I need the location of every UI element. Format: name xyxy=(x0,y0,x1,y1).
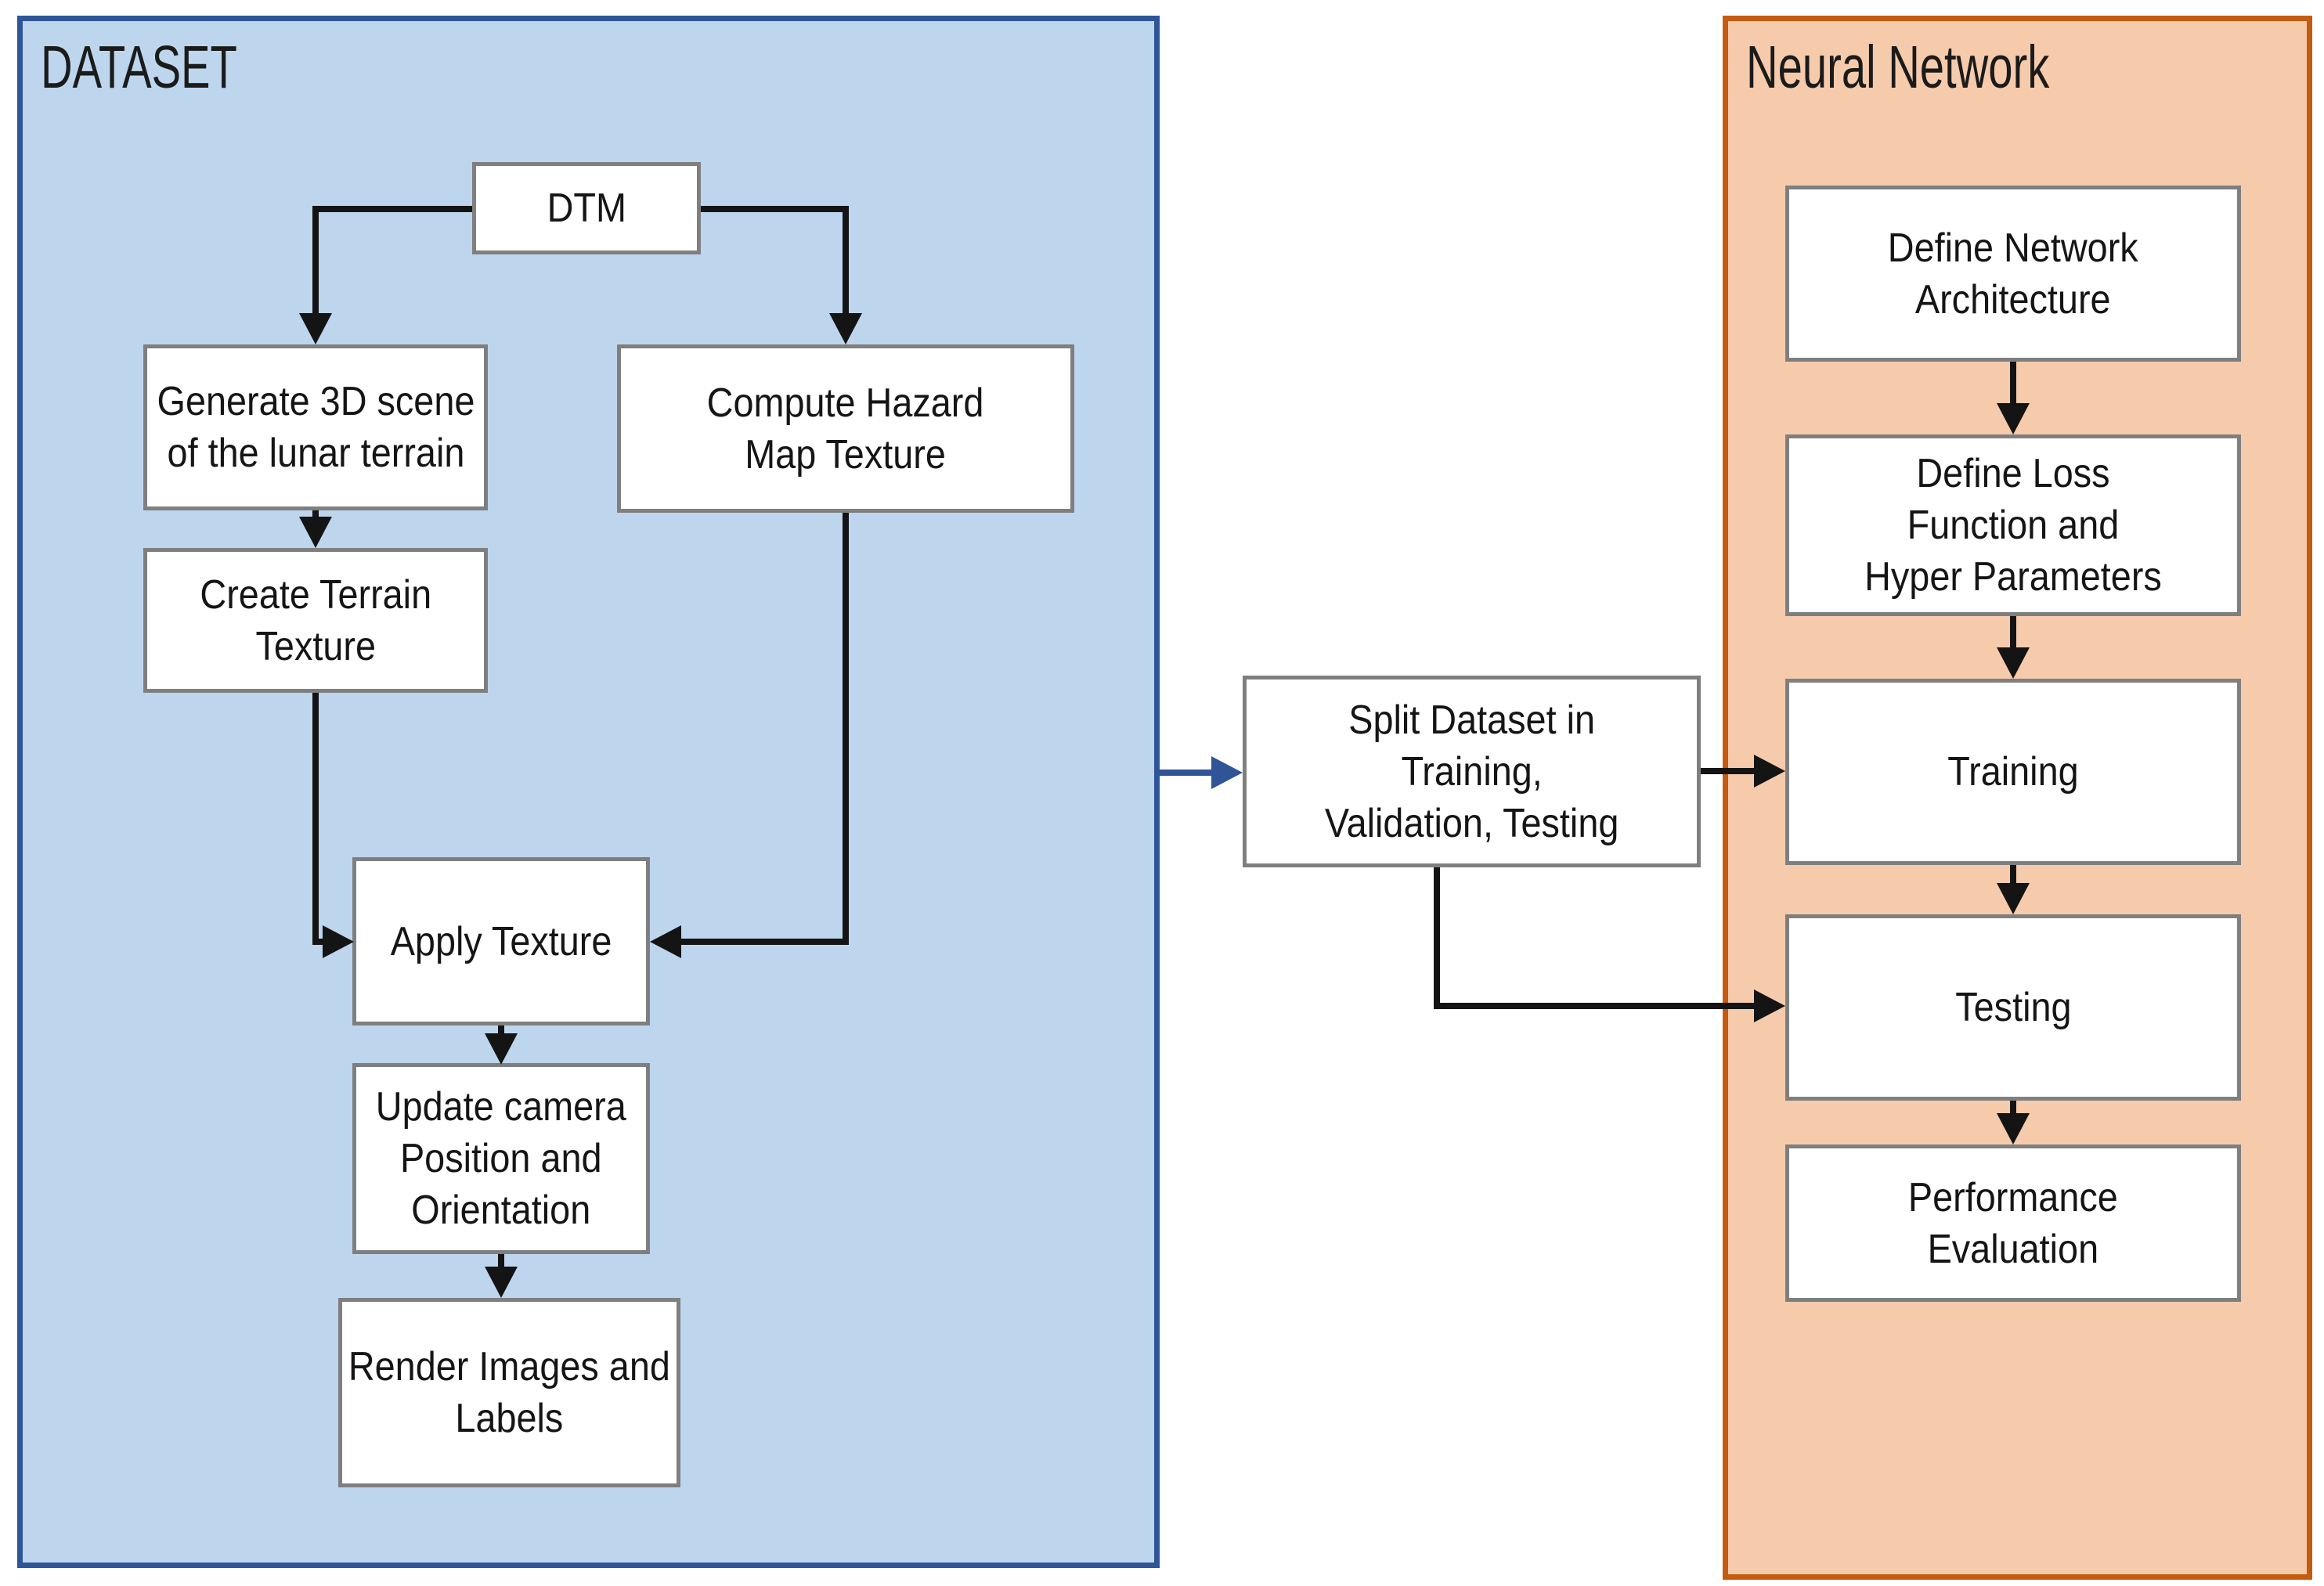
box-define-loss: Define Loss Function and Hyper Parameter… xyxy=(1785,434,2241,616)
arrow-dtm-to-compute-hazard-vline xyxy=(843,206,849,313)
box-create-texture: Create Terrain Texture xyxy=(143,548,488,693)
box-render-images: Render Images and Labels xyxy=(338,1298,680,1487)
arrow-dtm-to-compute-hazard-head xyxy=(829,313,862,344)
arrow-loss-to-training-head xyxy=(1997,647,2030,679)
arrow-training-to-testing-vline xyxy=(2010,865,2016,885)
dataset-panel-title: DATASET xyxy=(41,34,237,101)
arrow-apply-to-update-head xyxy=(485,1033,518,1065)
box-dtm-label: DTM xyxy=(547,186,626,231)
arrow-apply-to-update-vline xyxy=(498,1025,504,1035)
box-dtm: DTM xyxy=(472,162,701,254)
box-compute-hazard: Compute Hazard Map Texture xyxy=(617,344,1074,513)
arrow-dtm-to-generate-scene-vline xyxy=(312,206,319,313)
neural-network-panel-title: Neural Network xyxy=(1746,34,2050,101)
box-testing-label: Testing xyxy=(1954,985,2072,1030)
box-apply-texture-label: Apply Texture xyxy=(390,918,612,964)
arrow-create-to-apply-hline xyxy=(312,939,323,945)
box-split-dataset: Split Dataset in Training, Validation, T… xyxy=(1243,676,1701,867)
arrow-hazard-to-apply-vline xyxy=(843,513,849,945)
arrow-split-to-testing-hline xyxy=(1434,1003,1756,1009)
box-training-label: Training xyxy=(1947,749,2079,795)
box-update-camera-label: Update camera Position and Orientation xyxy=(376,1084,626,1233)
arrow-dtm-to-generate-scene-hline xyxy=(312,206,472,212)
arrow-network-to-loss-vline xyxy=(2010,362,2016,405)
box-split-dataset-label: Split Dataset in Training, Validation, T… xyxy=(1324,697,1619,846)
box-define-network-label: Define Network Architecture xyxy=(1888,225,2138,323)
arrow-training-to-testing-head xyxy=(1997,883,2030,914)
arrow-hazard-to-apply-hline xyxy=(680,939,849,945)
arrow-split-to-training-head xyxy=(1754,755,1785,788)
arrow-loss-to-training-vline xyxy=(2010,616,2016,649)
box-testing: Testing xyxy=(1785,914,2241,1101)
box-generate-scene-label: Generate 3D scene of the lunar terrain xyxy=(157,379,475,476)
arrow-generate-to-create-head xyxy=(299,517,332,548)
arrow-testing-to-performance-vline xyxy=(2010,1101,2016,1115)
arrow-network-to-loss-head xyxy=(1997,403,2030,434)
box-create-texture-label: Create Terrain Texture xyxy=(200,571,431,669)
arrow-create-to-apply-head xyxy=(323,925,354,958)
box-define-network: Define Network Architecture xyxy=(1785,186,2241,362)
arrow-dataset-to-split-hline xyxy=(1160,770,1213,776)
arrow-testing-to-performance-head xyxy=(1997,1113,2030,1144)
arrow-update-to-render-head xyxy=(485,1267,518,1298)
box-performance-label: Performance Evaluation xyxy=(1908,1174,2118,1272)
box-apply-texture: Apply Texture xyxy=(352,857,650,1025)
box-training: Training xyxy=(1785,679,2241,865)
arrow-dtm-to-compute-hazard-hline xyxy=(701,206,849,212)
arrow-create-to-apply-vline xyxy=(312,693,319,945)
box-generate-scene: Generate 3D scene of the lunar terrain xyxy=(143,344,488,510)
arrow-generate-to-create-vline xyxy=(312,510,319,518)
arrow-dataset-to-split-head xyxy=(1211,756,1243,789)
arrow-update-to-render-vline xyxy=(498,1254,504,1268)
arrow-dtm-to-generate-scene-head xyxy=(299,313,332,344)
box-update-camera: Update camera Position and Orientation xyxy=(352,1063,650,1254)
arrow-split-to-testing-vline xyxy=(1434,867,1440,1009)
box-performance: Performance Evaluation xyxy=(1785,1144,2241,1302)
box-render-images-label: Render Images and Labels xyxy=(348,1344,671,1441)
arrow-split-to-training-hline xyxy=(1701,768,1756,774)
arrow-hazard-to-apply-head xyxy=(650,925,681,958)
arrow-split-to-testing-head xyxy=(1754,989,1785,1022)
box-compute-hazard-label: Compute Hazard Map Texture xyxy=(707,380,984,478)
box-define-loss-label: Define Loss Function and Hyper Parameter… xyxy=(1864,451,2162,600)
